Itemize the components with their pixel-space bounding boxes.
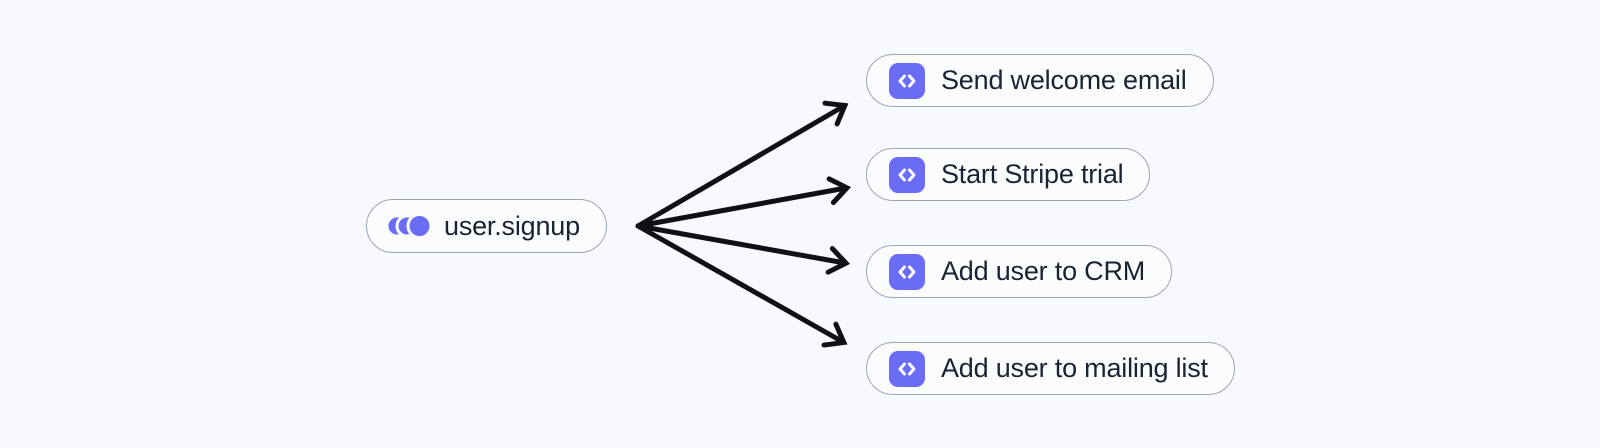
function-node-add-user-to-mailing-list[interactable]: Add user to mailing list (866, 342, 1235, 395)
function-node-send-welcome-email[interactable]: Send welcome email (866, 54, 1214, 107)
code-icon (889, 253, 925, 290)
code-icon (889, 156, 925, 193)
event-node-user-signup[interactable]: user.signup (366, 199, 607, 253)
function-node-add-user-to-crm[interactable]: Add user to CRM (866, 245, 1173, 298)
code-icon (889, 62, 925, 99)
function-node-label: Send welcome email (941, 65, 1187, 95)
function-node-start-stripe-trial[interactable]: Start Stripe trial (866, 148, 1151, 201)
arrow-to-send-welcome-email (635, 100, 849, 229)
function-node-label: Add user to mailing list (941, 353, 1208, 383)
event-node-label: user.signup (444, 210, 580, 241)
arrow-to-add-user-to-mailing-list (635, 223, 848, 348)
code-icon (889, 350, 925, 387)
function-node-label: Add user to CRM (941, 256, 1146, 286)
function-node-label: Start Stripe trial (941, 159, 1124, 189)
arrow-to-add-user-to-crm (635, 223, 851, 275)
arrow-to-start-stripe-trial (635, 176, 852, 229)
event-stream-icon (388, 214, 431, 238)
